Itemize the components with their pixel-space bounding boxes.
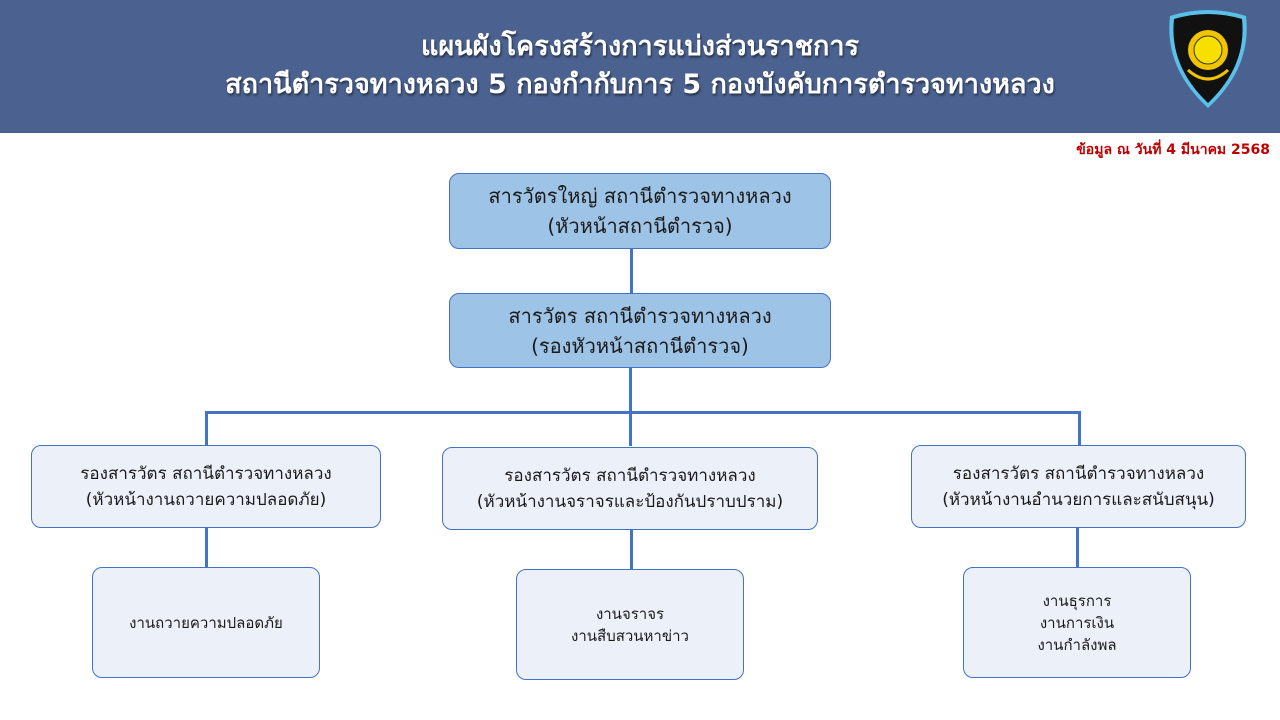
connector bbox=[1076, 528, 1079, 567]
connector bbox=[630, 530, 633, 569]
connector bbox=[1078, 411, 1081, 445]
header-banner: แผนผังโครงสร้างการแบ่งส่วนราชการ สถานีตำ… bbox=[0, 0, 1280, 133]
connector bbox=[205, 411, 208, 445]
connector bbox=[630, 249, 633, 293]
unit-item: งานจราจร bbox=[595, 604, 665, 623]
division-title: รองสารวัตร สถานีตำรวจทางหลวง bbox=[80, 463, 332, 484]
deputy-title: สารวัตร สถานีตำรวจทางหลวง bbox=[508, 303, 772, 328]
highway-police-logo bbox=[1169, 10, 1247, 108]
units-box-security: งานถวายความปลอดภัย bbox=[92, 567, 320, 678]
unit-item: งานกำลังพล bbox=[1037, 635, 1117, 654]
units-box-traffic: งานจราจร งานสืบสวนหาข่าว bbox=[516, 569, 744, 680]
division-title: รองสารวัตร สถานีตำรวจทางหลวง bbox=[952, 463, 1205, 484]
division-box-traffic: รองสารวัตร สถานีตำรวจทางหลวง (หัวหน้างาน… bbox=[442, 447, 818, 530]
deputy-role: (รองหัวหน้าสถานีตำรวจ) bbox=[531, 333, 749, 358]
division-role: (หัวหน้างานถวายความปลอดภัย) bbox=[85, 489, 327, 510]
connector bbox=[205, 528, 208, 567]
unit-item: งานสืบสวนหาข่าว bbox=[571, 626, 689, 645]
page-subtitle: สถานีตำรวจทางหลวง 5 กองกำกับการ 5 กองบัง… bbox=[225, 69, 1055, 100]
chief-role: (หัวหน้าสถานีตำรวจ) bbox=[547, 214, 733, 238]
chief-title: สารวัตรใหญ่ สถานีตำรวจทางหลวง bbox=[488, 184, 792, 208]
unit-item: งานการเงิน bbox=[1039, 613, 1115, 632]
division-role: (หัวหน้างานอำนวยการและสนับสนุน) bbox=[942, 489, 1215, 510]
units-box-admin: งานธุรการ งานการเงิน งานกำลังพล bbox=[963, 567, 1191, 678]
date-note: ข้อมูล ณ วันที่ 4 มีนาคม 2568 bbox=[1076, 142, 1270, 158]
division-role: (หัวหน้างานจราจรและป้องกันปราบปราม) bbox=[476, 491, 784, 512]
division-box-admin: รองสารวัตร สถานีตำรวจทางหลวง (หัวหน้างาน… bbox=[911, 445, 1246, 528]
division-title: รองสารวัตร สถานีตำรวจทางหลวง bbox=[504, 465, 756, 486]
division-box-security: รองสารวัตร สถานีตำรวจทางหลวง (หัวหน้างาน… bbox=[31, 445, 381, 528]
chief-box: สารวัตรใหญ่ สถานีตำรวจทางหลวง (หัวหน้าสถ… bbox=[449, 173, 831, 249]
deputy-box: สารวัตร สถานีตำรวจทางหลวง (รองหัวหน้าสถา… bbox=[449, 293, 831, 368]
unit-item: งานธุรการ bbox=[1042, 591, 1112, 610]
connector bbox=[205, 411, 1081, 414]
page-title: แผนผังโครงสร้างการแบ่งส่วนราชการ bbox=[420, 31, 860, 62]
connector bbox=[629, 368, 632, 446]
unit-item: งานถวายความปลอดภัย bbox=[129, 613, 283, 632]
